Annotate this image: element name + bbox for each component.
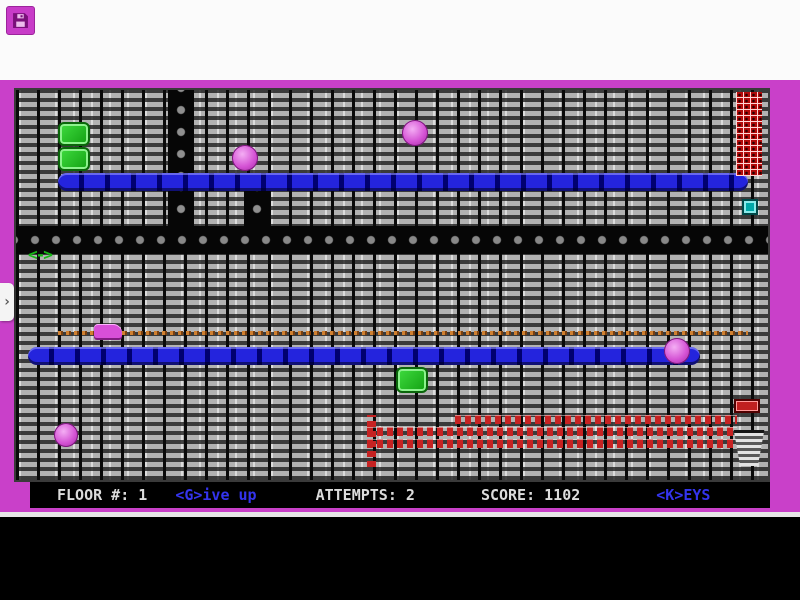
floor-indicator: FLOOR #: 1	[57, 486, 148, 504]
basket	[733, 430, 765, 466]
game-objects: <->	[16, 90, 768, 480]
keys-command: <K>EYS	[656, 486, 711, 504]
give-up-command: <G>ive up	[175, 486, 257, 504]
red-box	[734, 399, 760, 413]
game-screen[interactable]: <->	[14, 88, 770, 482]
brick-column	[736, 92, 762, 176]
pink-ball	[664, 338, 690, 364]
floppy-disk-icon	[12, 12, 29, 29]
bottom-divider	[0, 512, 800, 517]
sidebar-expand-tab[interactable]: ›	[0, 283, 14, 321]
girder-band	[16, 226, 768, 254]
red-row	[455, 415, 737, 424]
status-bar: FLOOR #: 1 <G>ive up ATTEMPTS: 2 SCORE: …	[30, 482, 770, 508]
blue-platform-top	[58, 173, 748, 191]
score-indicator: SCORE: 1102	[480, 486, 581, 504]
pink-ball	[54, 423, 78, 447]
green-box	[58, 122, 90, 146]
top-bar	[0, 0, 800, 80]
rope-line	[58, 331, 748, 335]
game-frame: <-> FLOOR #: 1 <G>ive up ATTEMPTS: 2 SCO…	[0, 80, 800, 512]
red-column	[367, 415, 376, 467]
save-button[interactable]	[6, 6, 35, 35]
red-row	[367, 427, 737, 436]
teal-item	[742, 199, 758, 215]
attempts-indicator: ATTEMPTS: 2	[315, 486, 415, 504]
player-vehicle	[94, 324, 122, 338]
girder-pole	[168, 190, 194, 228]
green-box	[396, 367, 428, 393]
chevron-right-icon: ›	[2, 294, 12, 310]
blue-platform-bottom	[28, 347, 700, 365]
pink-ball	[402, 120, 428, 146]
girder-pole	[244, 190, 270, 228]
red-row	[367, 439, 737, 448]
green-creature: <->	[28, 245, 53, 264]
pink-ball	[232, 145, 258, 171]
green-box	[58, 147, 90, 171]
girder-pole	[168, 90, 194, 174]
